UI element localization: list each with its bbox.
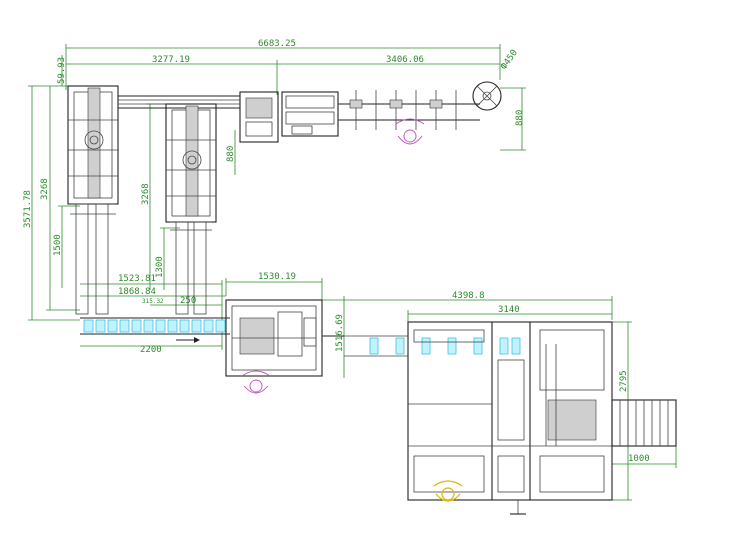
- operator-top: [395, 118, 425, 145]
- outfeed-roller: [611, 399, 677, 447]
- dim-center-machine-height: 3268: [141, 183, 151, 205]
- upper-right-line: [239, 90, 480, 143]
- dim-right-height: 880: [515, 110, 525, 126]
- dim-middle-height: 1516.69: [335, 314, 345, 352]
- operator-middle: [241, 370, 271, 394]
- dim-wheel-diameter: Ф450: [499, 48, 520, 72]
- left-tower-machine: [67, 85, 119, 315]
- dim-small-offset: 59.93: [57, 57, 67, 84]
- dim-center-lower: 1300: [155, 256, 165, 278]
- upper-transport-rail: [118, 95, 240, 109]
- dim-total-length: 6683.25: [258, 39, 296, 49]
- middle-packer: [225, 299, 344, 377]
- dim-right-total: 4398.8: [452, 291, 485, 301]
- infeed-conveyor: [80, 317, 230, 343]
- dim-outfeed-length: 1000: [628, 454, 650, 464]
- dim-upper-right-length: 3406.06: [386, 55, 424, 65]
- operator-bottom: [433, 480, 463, 502]
- dimension-labels: 6683.25 3277.19 3406.06 Ф450 880 59.93 3…: [23, 39, 650, 464]
- dim-right-width: 3140: [498, 305, 520, 315]
- right-palletizer: [407, 321, 613, 515]
- dim-upper-left-length: 3277.19: [152, 55, 190, 65]
- wheel-unit: [472, 81, 502, 111]
- dimension-lines: [28, 44, 677, 501]
- center-tower-machine: [165, 103, 217, 315]
- dim-right-height-2: 2795: [619, 370, 629, 392]
- dim-left-span: 1523.81: [118, 274, 156, 284]
- box-conveyor: [344, 335, 521, 357]
- dim-upper-small: 880: [226, 146, 236, 162]
- dim-conveyor-length: 2200: [140, 345, 162, 355]
- dim-left-machine-height: 3268: [40, 178, 50, 200]
- dim-small-a: 315.32: [142, 298, 164, 305]
- dim-left-lower: 1500: [53, 234, 63, 256]
- dim-left-span-2: 1868.84: [118, 287, 156, 297]
- dim-middle-width: 1530.19: [258, 272, 296, 282]
- dim-overall-height: 3571.78: [23, 190, 33, 228]
